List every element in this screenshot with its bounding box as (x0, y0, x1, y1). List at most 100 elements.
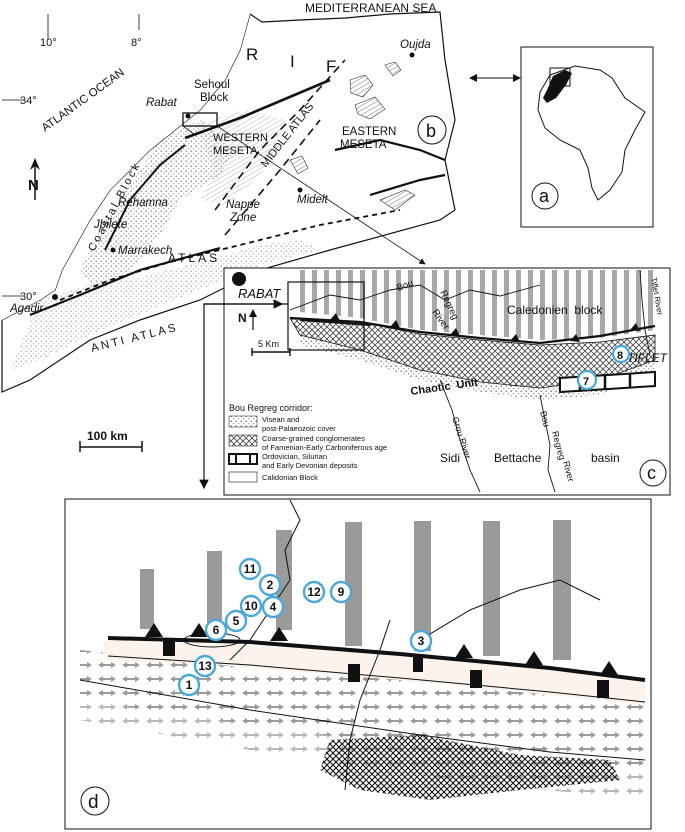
lat-30-label: 30° (20, 291, 37, 303)
panel-c-map: RABAT N 5 Km Bou Regreg River Caledonien… (199, 267, 671, 496)
panel-a-letter-circle (531, 182, 559, 210)
nappe-1: Nappe (226, 199, 260, 211)
agadir-label: Agadir (9, 303, 44, 315)
eastern-meseta-2: MESETA (340, 139, 387, 151)
tiflet-river (639, 269, 651, 356)
sehoul-line1: Sehoul (194, 79, 230, 91)
site-2-label: 2 (267, 578, 274, 592)
lon-8-label: 8° (131, 37, 142, 49)
nappe-2: Zone (229, 212, 256, 224)
site-3-marker: 3 (409, 629, 433, 653)
fault-middle-atlas-2 (224, 119, 321, 236)
site-ring (204, 618, 228, 642)
site-4-marker: 4 (261, 595, 285, 619)
rehamna-label: Rehamna (118, 197, 168, 209)
legend-swatch-ordovician (228, 453, 258, 465)
legend-swatch-caledonian (228, 471, 258, 483)
cover-band (104, 640, 645, 705)
caledonien-block-label: Caledonien block (507, 303, 603, 317)
site-ring (329, 580, 353, 604)
site-3-label: 3 (418, 634, 425, 648)
site-ring (239, 594, 263, 618)
rabat-dot (232, 272, 246, 286)
site-5-label: 5 (233, 614, 240, 628)
midelt-label: Midelt (297, 194, 328, 206)
site-ring (261, 595, 285, 619)
western-meseta-area (195, 110, 285, 205)
fault-east (334, 138, 446, 162)
rabat-label: Rabat (146, 97, 177, 109)
sidi-label: Sidi (440, 451, 460, 465)
site-2-marker: 2 (258, 573, 282, 597)
site-5-marker: 5 (224, 609, 248, 633)
legend-item-1b: post-Palaeozoic cover (262, 424, 336, 433)
tiflet-label: TIFLET (627, 351, 669, 365)
detail-box (287, 281, 365, 351)
site-10-label: 10 (244, 599, 258, 613)
legend-item-2b: of Famenian-Early Carboniferous age (262, 443, 387, 452)
pillar-7 (553, 520, 571, 660)
pillar-1 (140, 569, 154, 629)
site-1-label: 1 (186, 678, 193, 692)
panel-b-letter: b (426, 121, 436, 141)
sehoul-block-box (182, 112, 218, 127)
pillar-4 (345, 522, 362, 646)
north-arrow-icon: N (28, 158, 40, 200)
western-meseta-1: WESTERN (213, 132, 268, 144)
eastern-meseta-1: EASTERN (342, 126, 396, 138)
site-7-marker: 7 (576, 369, 598, 391)
scale-bar-c: 5 Km (251, 339, 291, 356)
thrust-front (289, 316, 656, 345)
site-11-marker: 11 (238, 557, 262, 581)
fault-south-atlas (29, 246, 221, 317)
rif-f: F (326, 57, 336, 76)
africa-inset-box (549, 67, 571, 87)
panel-b-letter-circle (417, 115, 447, 145)
pillar-2 (207, 551, 222, 629)
site-6-marker: 6 (204, 618, 228, 642)
panel-d-letter: d (88, 792, 99, 813)
scale-label-b: 100 km (87, 429, 128, 443)
river-d-3 (419, 579, 601, 641)
marrakech-label: Marrakech (118, 245, 172, 257)
legend-item-3a: Ordovician, Silurian (262, 452, 327, 461)
bettache-label: Bettache (494, 451, 542, 465)
bou-label: Bou (395, 278, 415, 294)
panel-d-letter-circle (80, 786, 110, 816)
sea-label: MEDITERRANEAN SEA (305, 1, 436, 15)
dense-hatch-d (320, 735, 620, 800)
site-6-label: 6 (213, 623, 220, 637)
lower-contact-d (79, 679, 646, 761)
legend-item-3b: and Early Devonian deposits (262, 461, 358, 470)
north-label-c: N (238, 311, 247, 325)
bou-regreg-river (289, 284, 541, 311)
caledonien-block-area (300, 270, 655, 340)
fault-east-2 (369, 173, 446, 197)
site-11-label: 11 (244, 562, 257, 576)
scale-label-c: 5 Km (258, 339, 279, 349)
site-ring (409, 629, 433, 653)
site-ring (177, 673, 201, 697)
site-12-label: 12 (307, 585, 321, 599)
africa-outline (537, 65, 646, 201)
site-13-marker: 13 (193, 654, 217, 678)
north-label-b: N (28, 177, 39, 194)
legend-c: Bou Regreg corridor: Visean and post-Pal… (228, 403, 387, 483)
western-meseta-2: MESETA (213, 145, 258, 157)
rabat-c-label: RABAT (238, 286, 281, 301)
legend-swatch-conglomerate (228, 434, 258, 447)
legend-item-4: Calidonian Block (262, 473, 318, 482)
site-ring (224, 609, 248, 633)
legend-item-2a: Coarse-grained conglomerates (262, 434, 365, 443)
site-ring (258, 573, 282, 597)
lat-34-label: 34° (20, 95, 37, 107)
legend-item-1a: Visean and (262, 415, 299, 424)
site-9-label: 9 (338, 585, 345, 599)
site-1-marker: 1 (177, 673, 201, 697)
grou-river (439, 379, 481, 493)
site-12-marker: 12 (302, 580, 326, 604)
panel-d-map: 11 2 12 9 10 4 56 3 13 1 d (64, 498, 652, 830)
site-4-label: 4 (270, 600, 277, 614)
site-13-label: 13 (198, 659, 212, 673)
